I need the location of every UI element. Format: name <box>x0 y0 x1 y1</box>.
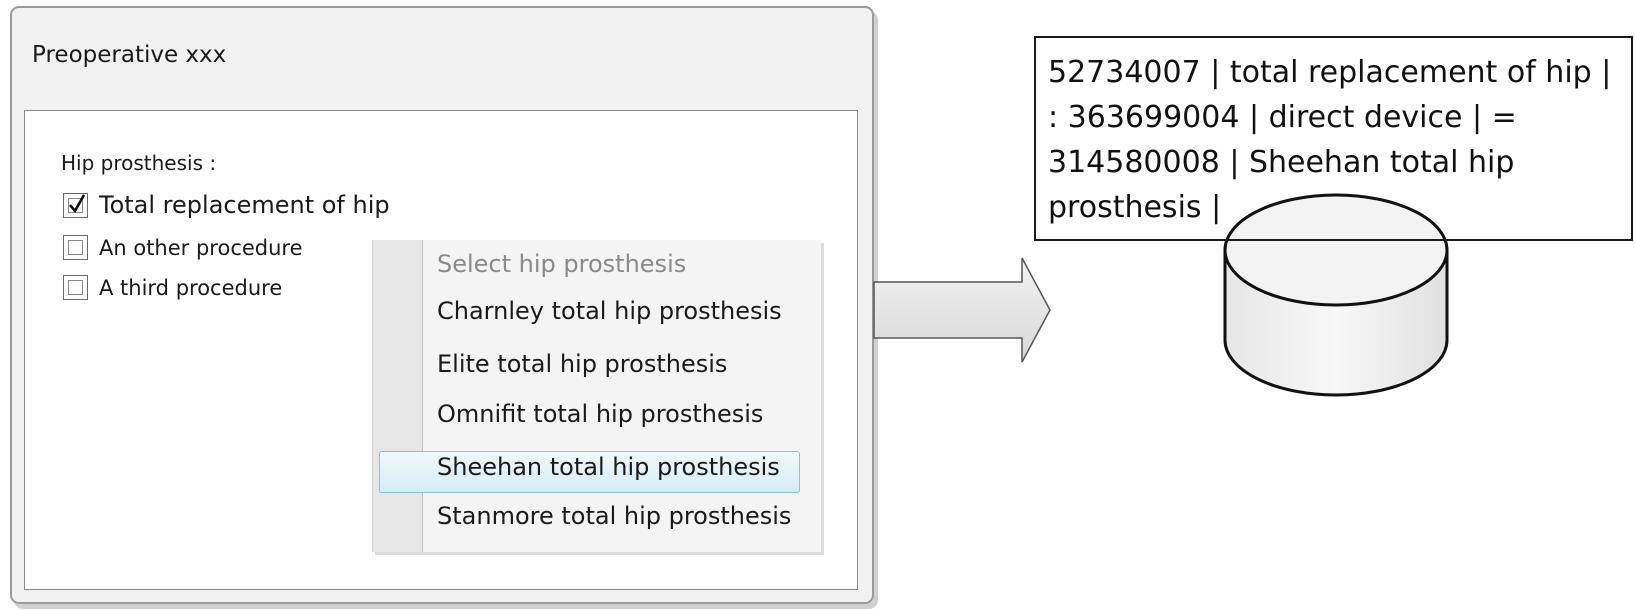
option-other-procedure[interactable]: An other procedure <box>63 235 303 260</box>
option-label: An other procedure <box>99 235 303 260</box>
option-label: A third procedure <box>99 275 283 300</box>
dropdown-item-sheehan[interactable]: Sheehan total hip prosthesis <box>437 453 780 481</box>
option-label: Total replacement of hip <box>99 191 390 219</box>
group-label: Hip prosthesis : <box>61 151 217 175</box>
window-title: Preoperative xxx <box>32 42 227 68</box>
snomed-expression-text: 52734007 | total replacement of hip | : … <box>1048 55 1612 225</box>
checkbox-unchecked[interactable] <box>63 235 88 260</box>
dropdown-item-stanmore[interactable]: Stanmore total hip prosthesis <box>437 502 792 530</box>
dropdown-hover-highlight <box>379 451 800 493</box>
dropdown-gutter <box>373 240 423 552</box>
dropdown-item-elite[interactable]: Elite total hip prosthesis <box>437 350 728 378</box>
dropdown-item-omnifit[interactable]: Omnifit total hip prosthesis <box>437 400 764 428</box>
database-icon <box>1223 193 1449 397</box>
option-third-procedure[interactable]: A third procedure <box>63 275 282 300</box>
checkmark-icon <box>69 193 86 213</box>
checkbox-unchecked[interactable] <box>63 275 88 300</box>
arrow-right-icon <box>873 257 1051 363</box>
dropdown-item-charnley[interactable]: Charnley total hip prosthesis <box>437 297 782 325</box>
snomed-expression-box: 52734007 | total replacement of hip | : … <box>1034 36 1633 241</box>
option-total-replacement[interactable]: Total replacement of hip <box>63 191 390 219</box>
prosthesis-dropdown[interactable]: Select hip prosthesis Charnley total hip… <box>372 240 821 552</box>
dropdown-placeholder: Select hip prosthesis <box>437 250 687 278</box>
checkbox-checked[interactable] <box>63 192 88 218</box>
